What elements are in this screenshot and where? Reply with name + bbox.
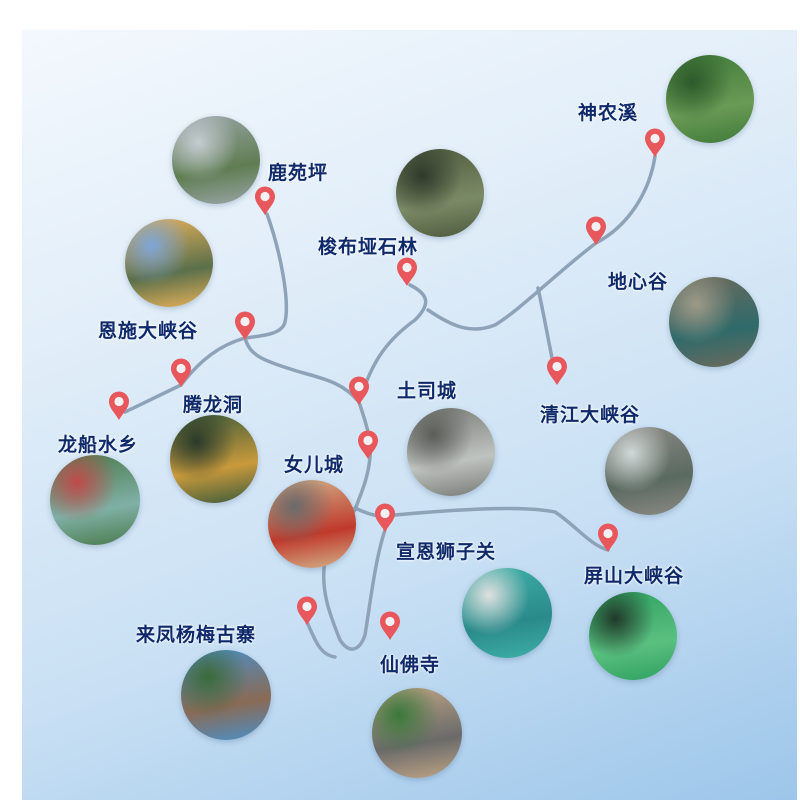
map-pin-icon[interactable] (374, 503, 396, 533)
map-pin-icon[interactable] (396, 257, 418, 287)
tourist-route-map (22, 30, 797, 800)
place-label-nuercheng[interactable]: 女儿城 (284, 454, 345, 476)
waterfall-photo[interactable] (605, 427, 693, 515)
map-pin-icon[interactable] (585, 216, 607, 246)
place-label-longchuan[interactable]: 龙船水乡 (58, 434, 139, 456)
stone-forest-photo[interactable] (396, 149, 484, 237)
map-pin-icon[interactable] (357, 430, 379, 460)
route-center-north (357, 283, 428, 404)
route-laifeng-branch (305, 620, 337, 659)
place-label-pingshan[interactable]: 屏山大峡谷 (584, 565, 685, 587)
map-pin-icon[interactable] (254, 186, 276, 216)
place-label-jiaobuya[interactable]: 梭布垭石林 (318, 236, 419, 258)
cliff-temple-photo[interactable] (372, 688, 462, 778)
place-label-qingjiang[interactable]: 清江大峡谷 (540, 404, 641, 426)
map-pin-icon[interactable] (296, 596, 318, 626)
dragon-boat-photo[interactable] (50, 455, 140, 545)
place-label-dixingu[interactable]: 地心谷 (608, 271, 669, 293)
place-label-xianfosi[interactable]: 仙佛寺 (380, 654, 441, 676)
turquoise-river-photo[interactable] (462, 568, 552, 658)
map-pin-icon[interactable] (108, 391, 130, 421)
ancient-gate-photo[interactable] (181, 650, 271, 740)
stone-monument-photo[interactable] (268, 480, 356, 568)
mountain-sunset-photo[interactable] (125, 219, 213, 307)
route-center-south (321, 400, 387, 651)
route-northeast (426, 154, 657, 331)
place-label-enshi_canyon[interactable]: 恩施大峡谷 (98, 320, 199, 342)
place-label-laifeng[interactable]: 来凤杨梅古寨 (136, 624, 257, 646)
cave-entrance-photo[interactable] (170, 415, 258, 503)
pagoda-photo[interactable] (407, 408, 495, 496)
map-pin-icon[interactable] (546, 356, 568, 386)
map-pin-icon[interactable] (597, 523, 619, 553)
map-pin-icon[interactable] (170, 358, 192, 388)
place-label-xuanen[interactable]: 宣恩狮子关 (396, 541, 497, 563)
place-label-luyuanping[interactable]: 鹿苑坪 (268, 162, 329, 184)
place-label-tusicheng[interactable]: 土司城 (397, 380, 458, 402)
place-label-tenglongdong[interactable]: 腾龙洞 (183, 394, 244, 416)
river-boat-photo[interactable] (666, 55, 754, 143)
map-pin-icon[interactable] (234, 311, 256, 341)
map-pin-icon[interactable] (379, 611, 401, 641)
place-label-shennongxi[interactable]: 神农溪 (578, 102, 639, 124)
cave-gorge-photo[interactable] (669, 277, 759, 367)
stone-bridge-photo[interactable] (172, 116, 260, 204)
map-pin-icon[interactable] (644, 128, 666, 158)
map-pin-icon[interactable] (348, 376, 370, 406)
route-enshi-to-center (243, 336, 361, 404)
green-canyon-boat-photo[interactable] (589, 592, 677, 680)
route-luyuanping-branch (243, 212, 289, 340)
